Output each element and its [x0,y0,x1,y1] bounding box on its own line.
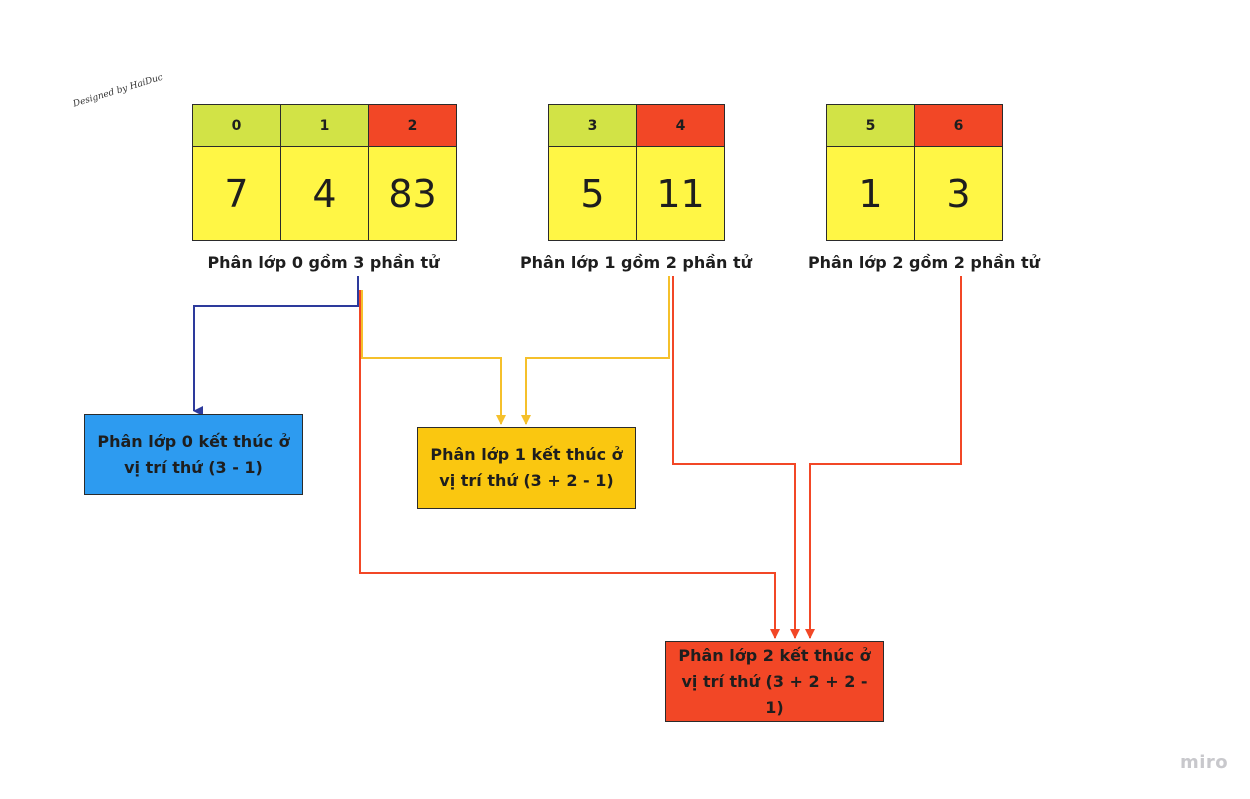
array-value: 4 [281,147,368,240]
result-box-partition-1: Phân lớp 1 kết thúc ở vị trí thứ (3 + 2 … [417,427,636,509]
result-line-2: vị trí thứ (3 - 1) [124,457,263,477]
array-cell: 3 5 [549,105,637,240]
result-line-1: Phân lớp 0 kết thúc ở [97,431,290,451]
array-value: 11 [637,147,724,240]
arrow-p0-to-r1 [361,290,506,425]
arrow-p1-to-r2 [672,276,800,639]
partition-0-array: 0 7 1 4 2 83 [192,104,457,241]
partition-1-array: 3 5 4 11 [548,104,725,241]
result-box-partition-2: Phân lớp 2 kết thúc ở vị trí thứ (3 + 2 … [665,641,884,722]
array-value: 1 [827,147,914,240]
array-index: 6 [915,105,1002,147]
result-line-1: Phân lớp 1 kết thúc ở [430,445,623,464]
array-value: 5 [549,147,636,240]
result-line-2: vị trí thứ (3 + 2 - 1) [439,471,614,490]
array-cell: 0 7 [193,105,281,240]
array-index: 1 [281,105,368,147]
miro-logo: miro [1180,752,1229,773]
array-cell: 6 3 [915,105,1002,240]
partition-2-array: 5 1 6 3 [826,104,1003,241]
array-index: 5 [827,105,914,147]
array-value: 83 [369,147,456,240]
partition-1-caption: Phân lớp 1 gồm 2 phần tử [519,253,753,272]
arrow-p0-to-r0 [193,276,359,416]
arrow-p0-to-r2 [359,290,780,639]
array-value: 3 [915,147,1002,240]
partition-2-caption: Phân lớp 2 gồm 2 phần tử [807,253,1041,272]
arrow-p2-to-r2 [805,276,962,639]
array-index: 3 [549,105,636,147]
array-value: 7 [193,147,280,240]
result-line-2: vị trí thứ (3 + 2 + 2 - 1) [681,671,868,717]
partition-0-caption: Phân lớp 0 gồm 3 phần tử [207,253,440,272]
array-index: 4 [637,105,724,147]
array-cell: 2 83 [369,105,456,240]
array-index: 0 [193,105,280,147]
array-index: 2 [369,105,456,147]
result-box-partition-0: Phân lớp 0 kết thúc ở vị trí thứ (3 - 1) [84,414,303,495]
array-cell: 5 1 [827,105,915,240]
array-cell: 4 11 [637,105,724,240]
arrow-p1-to-r1 [521,276,670,425]
result-line-1: Phân lớp 2 kết thúc ở [678,645,871,665]
array-cell: 1 4 [281,105,369,240]
